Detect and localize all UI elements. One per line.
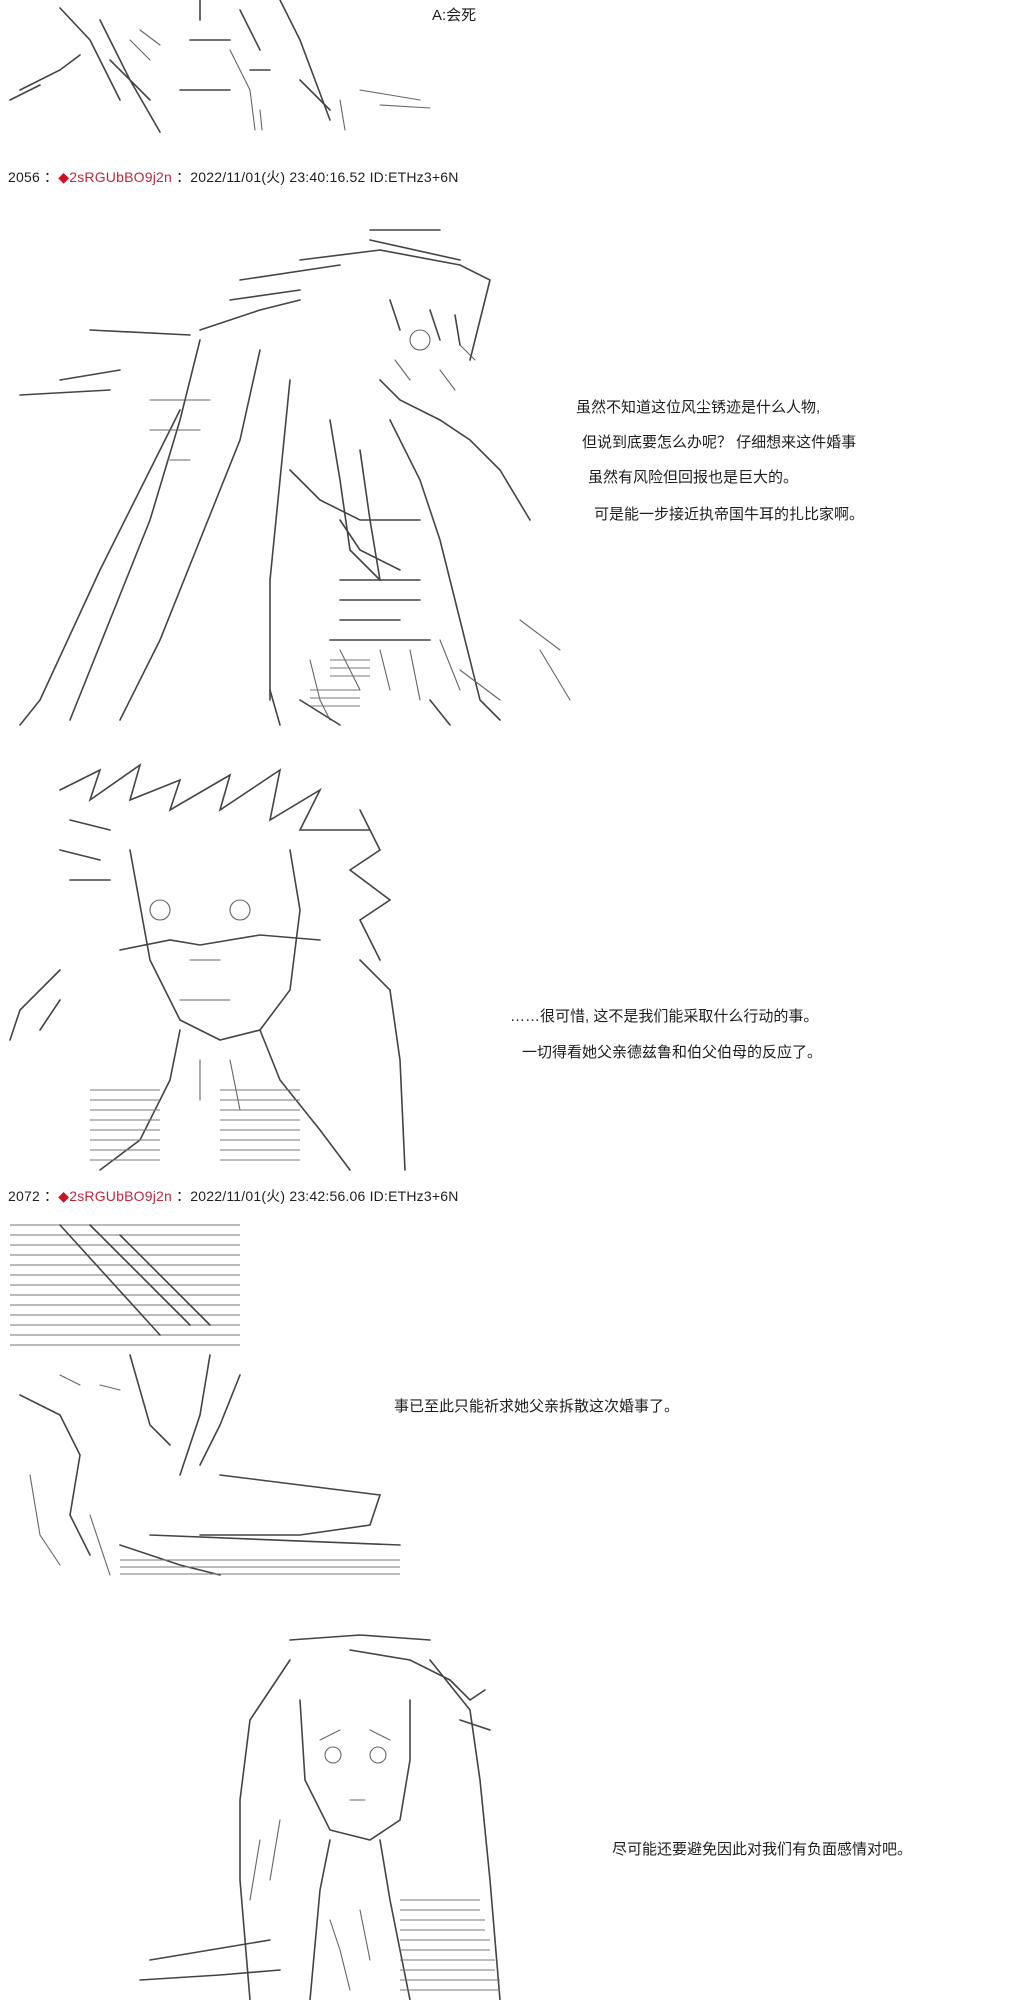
post-number: 2056 (8, 169, 40, 185)
trip-diamond-icon: ◆ (58, 1188, 70, 1204)
post-datetime: ：2022/11/01(火) 23:40:16.52 ID:ETHz3+6N (176, 169, 459, 185)
panel-4-line-1: 尽可能还要避免因此对我们有负面感情对吧。 (612, 1841, 913, 1858)
panel-2-ascii-art (0, 760, 420, 1180)
panel-2-line-2: 一切得看她父亲德兹鲁和伯父伯母的反应了。 (522, 1044, 823, 1061)
panel-3-line-1: 事已至此只能祈求她父亲拆散这次婚事了。 (394, 1398, 680, 1415)
post-number: 2072 (8, 1188, 40, 1204)
post-header-2056: 2056 ：◆2sRGUbBO9j2n ：2022/11/01(火) 23:40… (8, 167, 459, 187)
panel-3-ascii-art (0, 1215, 410, 1585)
top-ascii-art (0, 0, 440, 140)
post-trip[interactable]: 2sRGUbBO9j2n (69, 169, 172, 185)
panel-1-line-4: 可是能一步接近执帝国牛耳的扎比家啊。 (594, 506, 865, 523)
panel-1-ascii-art (0, 220, 580, 730)
post-trip[interactable]: 2sRGUbBO9j2n (69, 1188, 172, 1204)
post-header-2072: 2072 ：◆2sRGUbBO9j2n ：2022/11/01(火) 23:42… (8, 1186, 459, 1206)
post-separator: ： (44, 1188, 59, 1204)
panel-1-line-2: 但说到底要怎么办呢？ 仔细想来这件婚事 (582, 434, 857, 451)
trip-diamond-icon: ◆ (58, 169, 70, 185)
post-separator: ： (44, 169, 59, 185)
top-caption: A:会死 (432, 7, 477, 24)
panel-1-line-1: 虽然不知道这位风尘锈迹是什么人物, (576, 399, 821, 416)
panel-1-line-3: 虽然有风险但回报也是巨大的。 (588, 469, 799, 486)
panel-2-line-1: ……很可惜, 这不是我们能采取什么行动的事。 (510, 1008, 819, 1025)
post-datetime: ：2022/11/01(火) 23:42:56.06 ID:ETHz3+6N (176, 1188, 459, 1204)
panel-4-ascii-art (130, 1620, 530, 2000)
